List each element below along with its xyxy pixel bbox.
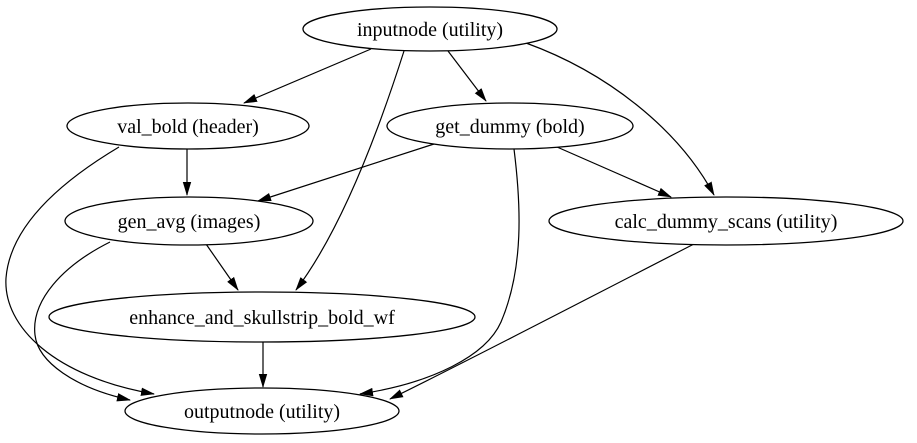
node-val_bold-label: val_bold (header) <box>117 116 259 138</box>
edge-inputnode-to-enhance_wf <box>295 50 405 291</box>
edge-inputnode-to-calc_dummy_scans <box>525 42 715 196</box>
node-get_dummy-label: get_dummy (bold) <box>435 116 584 138</box>
node-gen_avg-ellipse <box>64 196 314 246</box>
node-inputnode: inputnode (utility) <box>302 6 558 52</box>
node-val_bold: val_bold (header) <box>66 102 310 150</box>
node-outputnode: outputnode (utility) <box>124 387 400 435</box>
node-enhance_wf-label: enhance_and_skullstrip_bold_wf <box>129 307 395 329</box>
node-get_dummy-ellipse <box>386 102 634 150</box>
edge-group <box>5 42 715 402</box>
node-outputnode-label: outputnode (utility) <box>184 401 340 423</box>
edge-gen_avg-to-outputnode <box>34 241 131 402</box>
node-calc_dummy_scans: calc_dummy_scans (utility) <box>548 196 904 246</box>
node-calc_dummy_scans-ellipse <box>548 196 904 246</box>
node-get_dummy: get_dummy (bold) <box>386 102 634 150</box>
node-inputnode-ellipse <box>302 6 558 52</box>
edge-get_dummy-to-gen_avg <box>257 143 435 202</box>
edge-calc_dummy_scans-to-outputnode <box>389 243 695 400</box>
node-gen_avg: gen_avg (images) <box>64 196 314 246</box>
edge-val_bold-to-outputnode <box>5 146 155 396</box>
node-val_bold-ellipse <box>66 102 310 150</box>
node-calc_dummy_scans-label: calc_dummy_scans (utility) <box>615 211 838 233</box>
edge-inputnode-to-get_dummy <box>447 50 487 102</box>
node-outputnode-ellipse <box>124 387 400 435</box>
edge-get_dummy-to-outputnode <box>359 148 520 397</box>
node-enhance_wf: enhance_and_skullstrip_bold_wf <box>48 291 476 343</box>
node-inputnode-label: inputnode (utility) <box>357 19 503 41</box>
edge-gen_avg-to-enhance_wf <box>205 243 239 291</box>
node-enhance_wf-ellipse <box>48 291 476 343</box>
edge-get_dummy-to-calc_dummy_scans <box>556 146 672 198</box>
node-gen_avg-label: gen_avg (images) <box>118 211 261 233</box>
edge-inputnode-to-val_bold <box>243 48 372 104</box>
